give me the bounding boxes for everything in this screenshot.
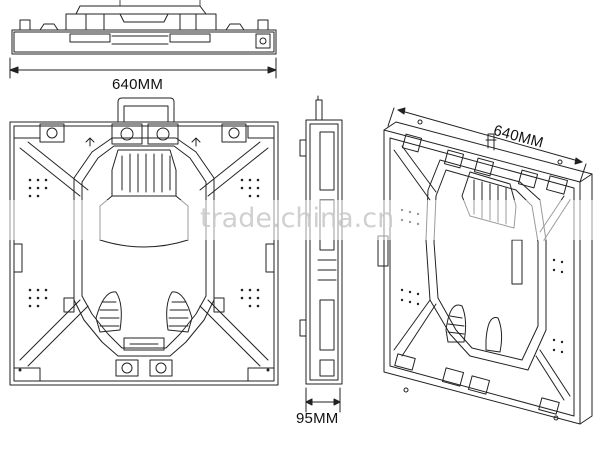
front-view-dots [18,178,270,372]
top-view [9,0,277,79]
watermark-text: trade.china.cn [200,203,395,234]
side-view [299,95,343,413]
top-width-label: 640MM [112,76,164,93]
depth-label: 95MM [296,410,339,427]
isometric-view [377,107,593,425]
front-view [9,97,279,386]
watermark-band [0,200,600,240]
